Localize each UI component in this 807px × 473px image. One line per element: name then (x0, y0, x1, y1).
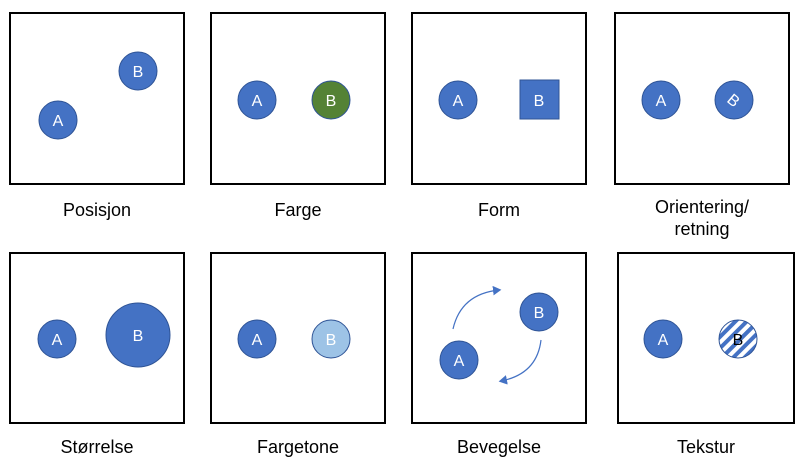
label-b: B (534, 305, 545, 322)
square-b (519, 79, 560, 120)
label-a: A (252, 332, 263, 349)
label-a: A (252, 93, 263, 110)
circle-a (38, 100, 78, 140)
caption-farge: Farge (274, 200, 322, 220)
motion-arrow-lower (498, 339, 542, 385)
circle-a (438, 80, 478, 120)
circle-b (519, 292, 559, 332)
panel-form-canvas: A B (438, 79, 560, 120)
label-a: A (453, 93, 464, 110)
label-a: A (658, 332, 669, 349)
panel-tekstur-canvas: A B (643, 319, 758, 359)
circle-a (643, 319, 683, 359)
label-b: B (326, 93, 337, 110)
panel-bevegelse: A B (411, 252, 587, 424)
label-a: A (656, 93, 667, 110)
panel-tekstur: A B (617, 252, 795, 424)
circle-b-hatched (718, 319, 758, 359)
circle-a (237, 80, 277, 120)
label-a: A (52, 332, 63, 349)
panel-farge-canvas: A B (237, 80, 351, 120)
panel-farge: A B (210, 12, 386, 185)
motion-arrow-upper (452, 285, 502, 330)
circle-a (439, 340, 479, 380)
circle-a (641, 80, 681, 120)
circle-a (37, 319, 77, 359)
label-b: B (133, 64, 144, 81)
circle-b-green (311, 80, 351, 120)
label-b: B (733, 332, 744, 349)
label-a: A (454, 353, 465, 370)
caption-bevegelse: Bevegelse (456, 437, 542, 457)
circle-a (237, 319, 277, 359)
caption-posisjon: Posisjon (62, 200, 132, 220)
caption-fargetone: Fargetone (256, 437, 340, 457)
label-b: B (534, 93, 545, 110)
circle-b-light (311, 319, 351, 359)
panel-bevegelse-canvas: A B (439, 285, 559, 385)
circle-b-large (105, 302, 171, 368)
label-a: A (53, 113, 64, 130)
caption-orientering: Orientering/ retning (654, 197, 750, 239)
panel-orientering: A B (614, 12, 790, 185)
panel-posisjon-canvas: A B (38, 51, 158, 140)
panel-storrelse: A B (9, 252, 185, 424)
panel-orientering-canvas: A B (641, 80, 754, 120)
label-b: B (133, 328, 144, 345)
panel-fargetone-canvas: A B (237, 319, 351, 359)
panel-posisjon: A B (9, 12, 185, 185)
panel-storrelse-canvas: A B (37, 302, 171, 368)
label-b: B (326, 332, 337, 349)
circle-b (714, 80, 754, 120)
panel-form: A B (411, 12, 587, 185)
circle-b (118, 51, 158, 91)
panel-fargetone: A B (210, 252, 386, 424)
caption-tekstur: Tekstur (676, 437, 736, 457)
caption-form: Form (478, 200, 520, 220)
caption-storrelse: Størrelse (60, 437, 134, 457)
